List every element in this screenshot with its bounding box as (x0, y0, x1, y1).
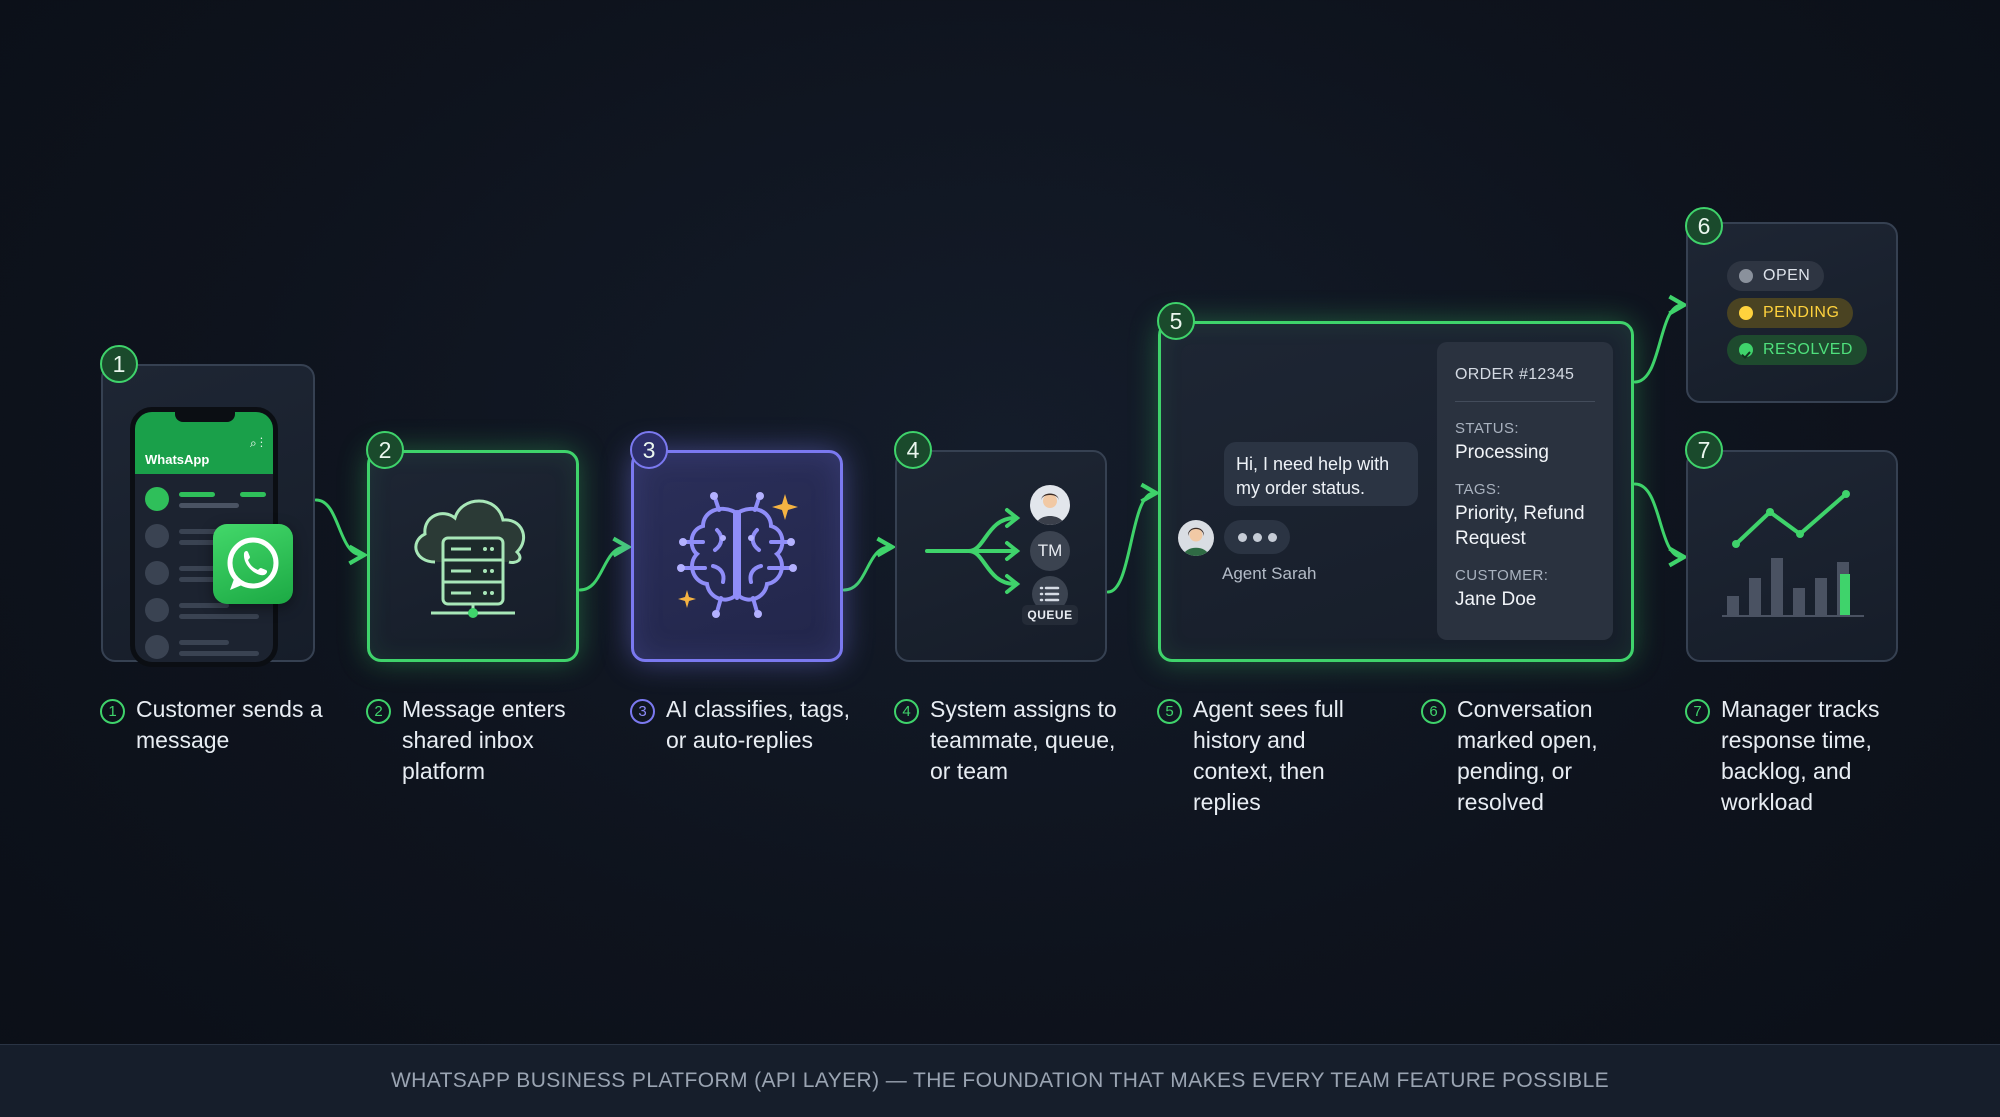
check-icon (1739, 343, 1753, 360)
routing-arrows-icon (925, 508, 1021, 594)
whatsapp-logo-icon (213, 524, 293, 604)
step-badge-1: 1 (100, 345, 138, 383)
step-badge-3: 3 (630, 431, 668, 469)
phone-toolbar-icons: ⌕ ⋮ (249, 436, 263, 450)
status-pending-pill: PENDING (1727, 298, 1854, 328)
connector-3-4 (842, 547, 890, 592)
order-details-panel: ORDER #12345 STATUS: Processing TAGS: Pr… (1437, 342, 1613, 640)
ai-brain-icon (677, 492, 798, 618)
step-badge-5: 5 (1157, 302, 1195, 340)
step-badge-6: 6 (1685, 207, 1723, 245)
step-badge-2: 2 (366, 431, 404, 469)
agent-name: Agent Sarah (1222, 564, 1317, 583)
status-open-pill: OPEN (1727, 261, 1825, 291)
order-tags-label: TAGS: (1455, 481, 1501, 498)
connector-4-5 (1106, 493, 1154, 594)
sparkle-large (772, 494, 798, 520)
queue-label: QUEUE (1022, 605, 1078, 625)
connector-5-7 (1633, 482, 1682, 557)
step-badge-4: 4 (894, 431, 932, 469)
order-customer-value: Jane Doe (1455, 589, 1537, 610)
teammate-avatar-icon (1030, 485, 1070, 525)
order-status-label: STATUS: (1455, 420, 1519, 437)
typing-indicator-icon (1224, 520, 1290, 554)
agent-avatar-icon (1178, 520, 1214, 556)
order-status-value: Processing (1455, 442, 1549, 463)
cloud-server-icon (414, 499, 525, 618)
footer-caption: WHATSAPP BUSINESS PLATFORM (API LAYER) —… (390, 1069, 1610, 1092)
order-number: ORDER #12345 (1455, 366, 1575, 383)
node-manager-analytics (1686, 450, 1898, 662)
sparkle-small (678, 590, 696, 608)
team-avatar: TM (1030, 531, 1070, 571)
order-customer-label: CUSTOMER: (1455, 567, 1549, 584)
status-resolved-pill: RESOLVED (1727, 335, 1867, 365)
phone-app-name: WhatsApp (145, 452, 210, 467)
node-assignment (895, 450, 1107, 662)
connector-2-3 (578, 547, 626, 592)
connector-1-2 (314, 498, 362, 555)
platform-footer-bar: WHATSAPP BUSINESS PLATFORM (API LAYER) —… (0, 1044, 2000, 1117)
customer-message-bubble: Hi, I need help with my order status. (1224, 442, 1418, 506)
analytics-chart-icon (1722, 490, 1864, 617)
step-badge-7: 7 (1685, 431, 1723, 469)
connector-5-6 (1633, 305, 1682, 384)
order-tags-value: Priority, Refund Request (1455, 503, 1585, 549)
